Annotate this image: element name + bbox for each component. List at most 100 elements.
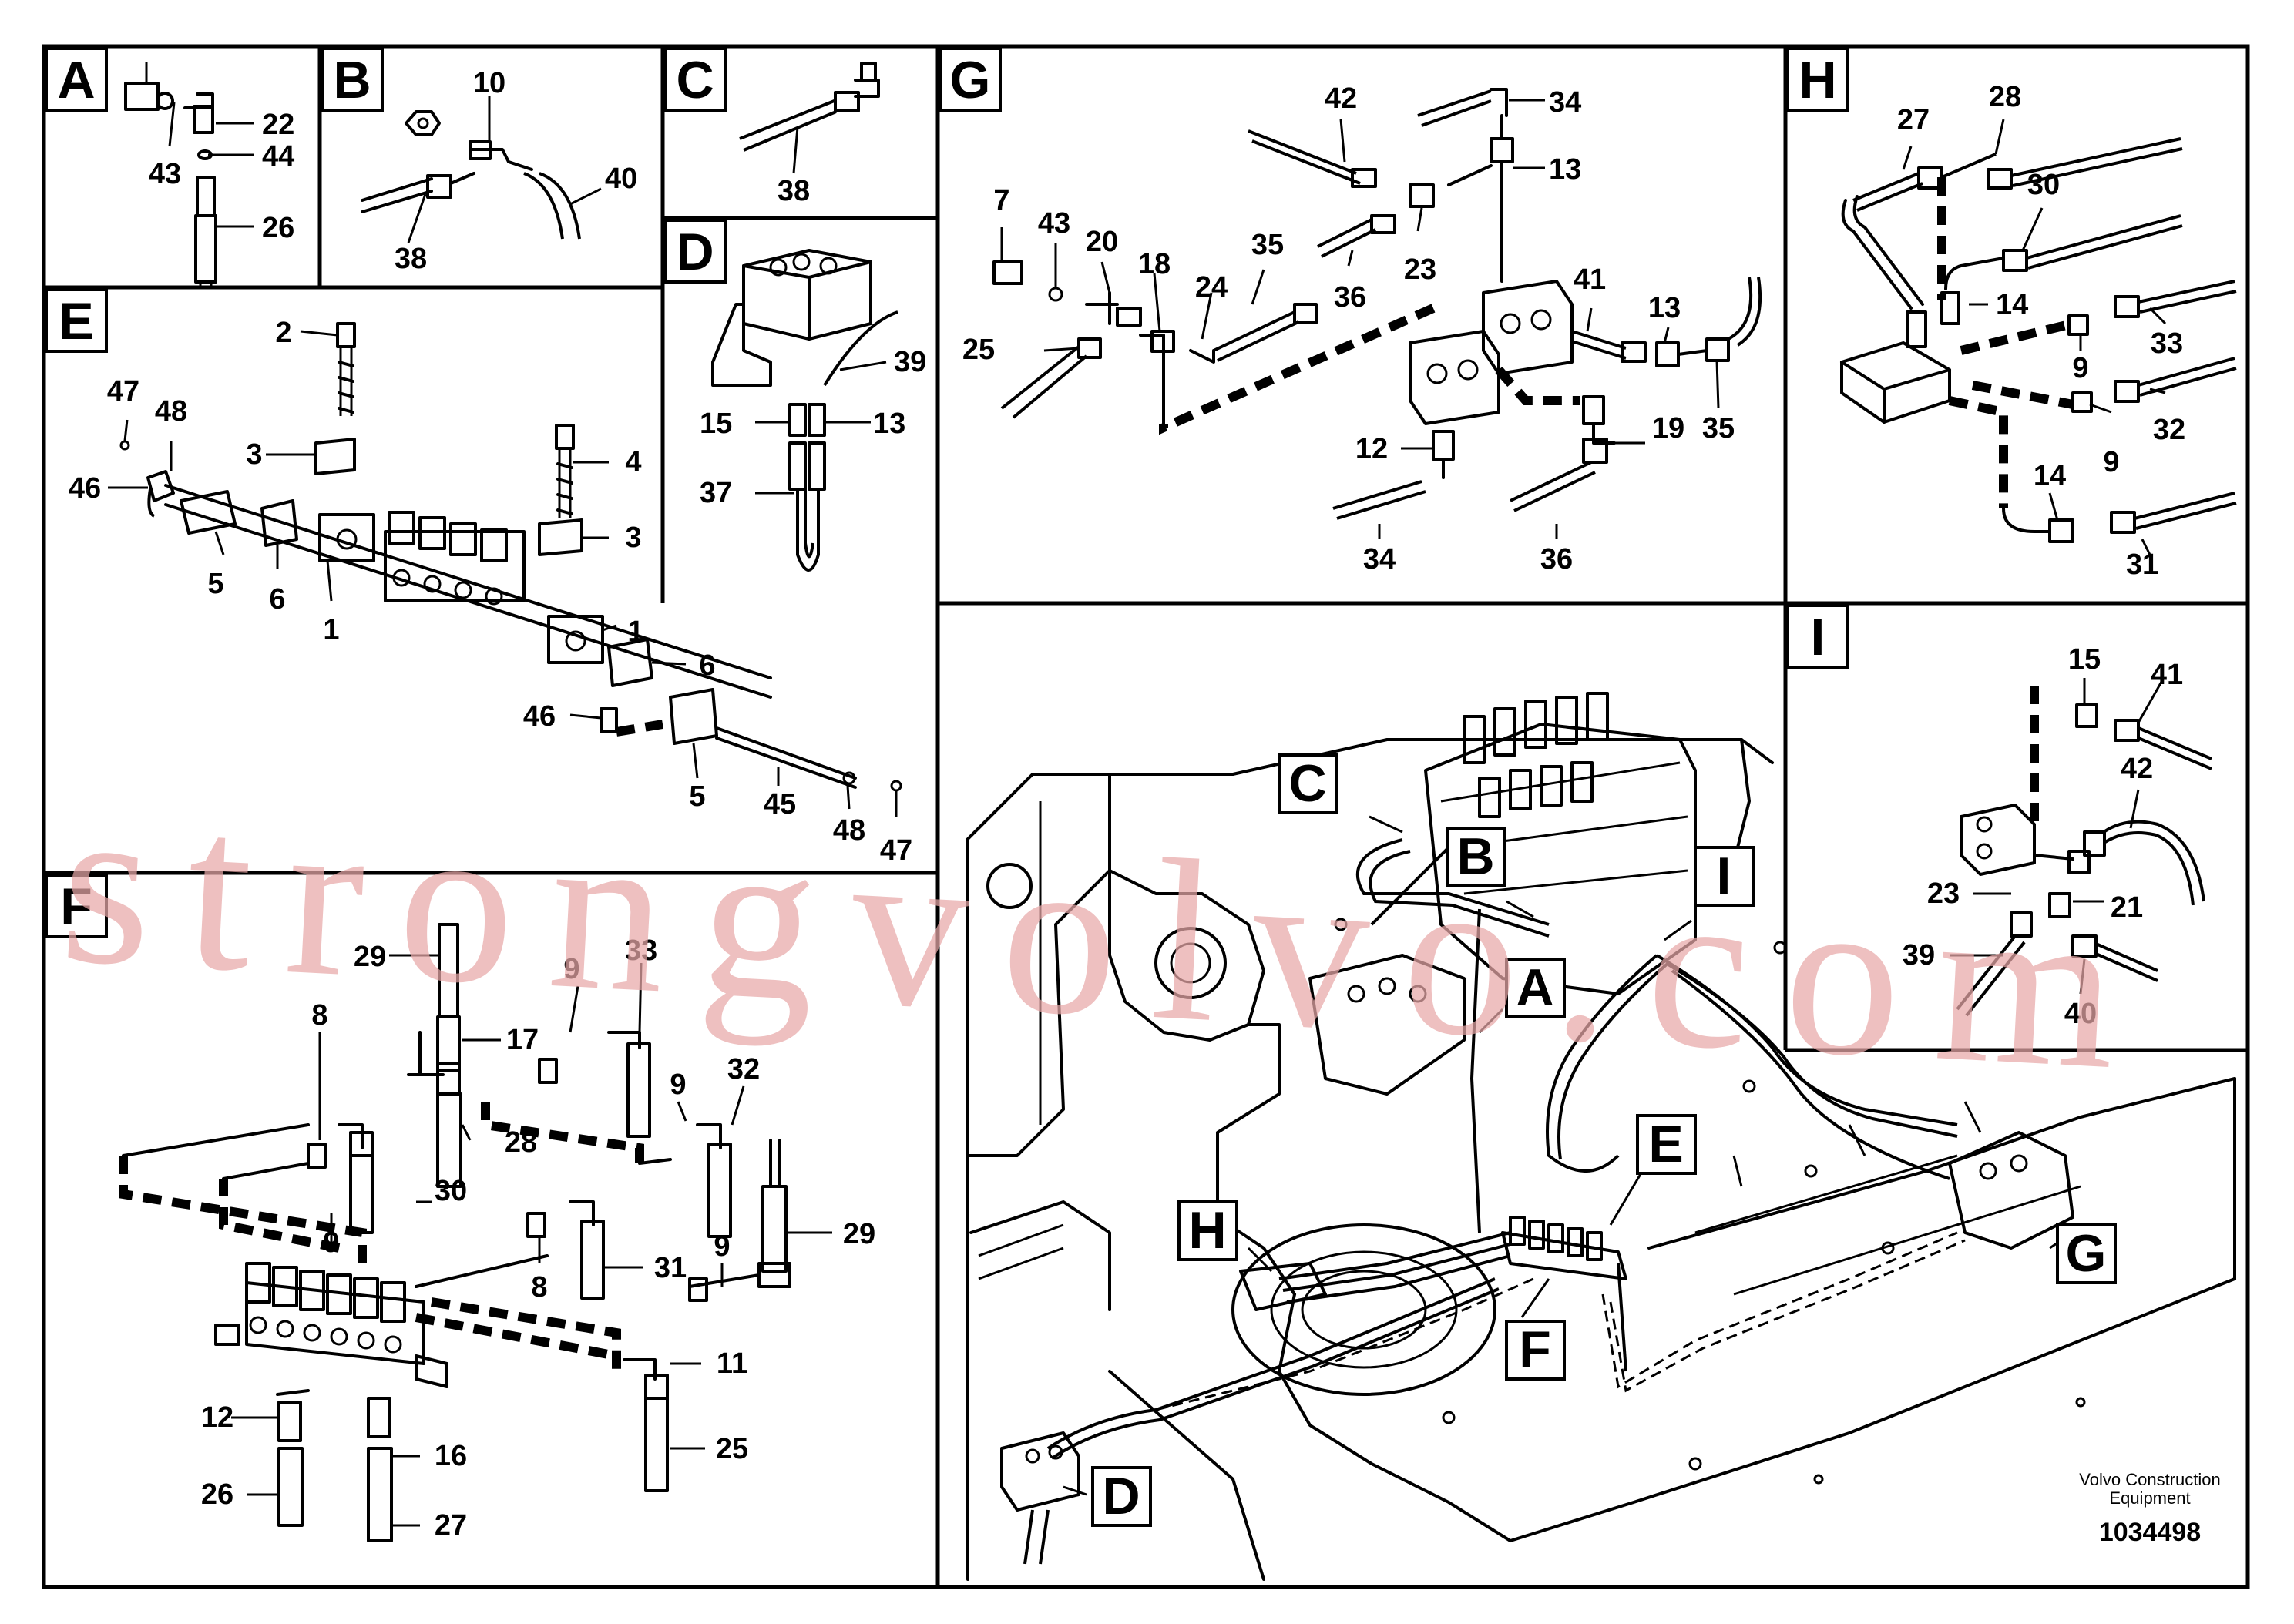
overview-callout-f: F [1505, 1320, 1566, 1381]
callout-h-32: 32 [2153, 414, 2185, 446]
callout-f-17: 17 [506, 1024, 539, 1056]
callout-b-40: 40 [605, 163, 637, 195]
callout-f-31: 31 [654, 1252, 687, 1284]
panel-h-drawing [1840, 119, 2237, 555]
callout-d-39: 39 [894, 346, 926, 378]
callout-f-26: 26 [201, 1478, 233, 1511]
figure-number: 1034498 [2099, 1518, 2201, 1547]
callout-f-33: 33 [625, 934, 657, 967]
callout-e-46b: 46 [523, 700, 556, 733]
footer-maker-line2: Equipment [2109, 1488, 2190, 1508]
panel-letter-e: E [45, 288, 108, 353]
panel-letter-f-text: F [60, 877, 92, 936]
panel-letter-b: B [321, 47, 384, 112]
callout-d-15: 15 [700, 408, 732, 440]
callout-f-29b: 29 [843, 1218, 875, 1250]
panel-c-drawing [739, 62, 880, 174]
callout-f-29a: 29 [354, 941, 386, 973]
callout-f-28: 28 [505, 1126, 537, 1159]
panel-letter-f: F [45, 874, 108, 938]
panel-g-callouts: 42 34 13 7 43 20 18 35 24 36 23 41 13 25… [962, 82, 1735, 575]
panel-h-callouts: 27 28 30 14 33 9 9 32 14 31 [1897, 81, 2185, 581]
callout-h-30: 30 [2027, 169, 2060, 201]
callout-h-14b: 14 [2034, 460, 2066, 492]
svg-text:E: E [1648, 1115, 1683, 1173]
callout-b-10: 10 [473, 67, 505, 99]
callout-g-23: 23 [1404, 253, 1436, 286]
callout-a-26: 26 [262, 212, 294, 244]
callout-e-1b: 1 [627, 616, 643, 648]
callout-h-9b: 9 [2103, 446, 2119, 478]
callout-g-13b: 13 [1648, 292, 1681, 324]
panel-letter-i: I [1786, 604, 1849, 669]
panel-letter-i-text: I [1811, 608, 1825, 666]
callout-f-11: 11 [717, 1347, 747, 1380]
callout-f-12: 12 [201, 1401, 233, 1434]
panel-g-drawing [992, 88, 1762, 539]
panel-letter-h-text: H [1799, 51, 1836, 109]
panel-d-drawing [711, 249, 898, 572]
panel-a-drawing [124, 62, 254, 287]
overview-callout-c: C [1278, 753, 1338, 814]
panel-letter-c: C [663, 47, 727, 112]
callout-f-9b: 9 [670, 1069, 686, 1101]
callout-g-34a: 34 [1549, 86, 1581, 119]
panel-a-callouts: 22 44 43 26 [149, 109, 294, 244]
overview-drawing [966, 692, 2236, 1581]
callout-f-16: 16 [435, 1440, 467, 1472]
callout-e-48b: 48 [833, 814, 865, 847]
callout-a-43: 43 [149, 158, 181, 190]
svg-text:H: H [1188, 1201, 1226, 1260]
panel-letter-a-text: A [57, 51, 95, 109]
panel-letter-g-text: G [950, 51, 991, 109]
callout-f-30: 30 [435, 1175, 467, 1207]
svg-text:F: F [1519, 1320, 1551, 1379]
callout-i-41: 41 [2151, 659, 2183, 691]
callout-h-33: 33 [2151, 327, 2183, 360]
callout-g-36b: 36 [1540, 543, 1573, 575]
callout-e-3a: 3 [246, 438, 262, 471]
callout-e-48a: 48 [155, 395, 187, 428]
callout-a-22: 22 [262, 109, 294, 141]
panel-b-callouts: 10 40 38 [395, 67, 637, 275]
svg-text:A: A [1516, 958, 1553, 1017]
callout-e-47a: 47 [107, 375, 139, 408]
overview-callout-a: A [1505, 958, 1566, 1018]
callout-a-44: 44 [262, 140, 294, 173]
valve-bank-e [384, 511, 526, 606]
svg-text:I: I [1717, 847, 1731, 905]
callout-h-14a: 14 [1996, 289, 2028, 321]
callout-g-41: 41 [1574, 263, 1606, 296]
callout-g-43: 43 [1038, 207, 1070, 240]
callout-f-9d: 9 [714, 1230, 730, 1263]
callout-f-25: 25 [716, 1433, 748, 1465]
callout-i-39: 39 [1903, 939, 1935, 971]
callout-g-35a: 35 [1251, 229, 1284, 261]
panel-b-drawing [361, 96, 602, 243]
callout-g-34b: 34 [1363, 543, 1396, 575]
overview-callout-b: B [1446, 827, 1506, 887]
callout-e-46a: 46 [69, 472, 101, 505]
callout-g-24: 24 [1195, 271, 1228, 304]
callout-e-2: 2 [275, 317, 291, 349]
callout-g-12: 12 [1355, 433, 1388, 465]
panel-f-callouts: 29 33 8 17 9 32 28 9 30 9 31 29 9 8 11 1… [201, 934, 875, 1542]
panel-letter-h: H [1786, 47, 1849, 112]
callout-i-42: 42 [2121, 753, 2153, 785]
callout-g-19: 19 [1652, 412, 1684, 445]
callout-i-15: 15 [2068, 643, 2101, 676]
callout-f-8a: 8 [311, 999, 327, 1032]
callout-g-36a: 36 [1334, 281, 1366, 314]
callout-h-31: 31 [2126, 549, 2158, 581]
footer-maker-line1: Volvo Construction [2079, 1470, 2220, 1489]
panel-letter-boxes: A B C D E F G H I [45, 47, 1849, 938]
callout-e-3b: 3 [625, 522, 641, 554]
svg-text:C: C [1288, 754, 1326, 813]
panel-frames [42, 44, 2250, 1589]
callout-e-47b: 47 [880, 834, 912, 867]
callout-f-32: 32 [727, 1053, 760, 1085]
panel-letter-c-text: C [676, 51, 714, 109]
callout-g-35b: 35 [1702, 412, 1735, 445]
